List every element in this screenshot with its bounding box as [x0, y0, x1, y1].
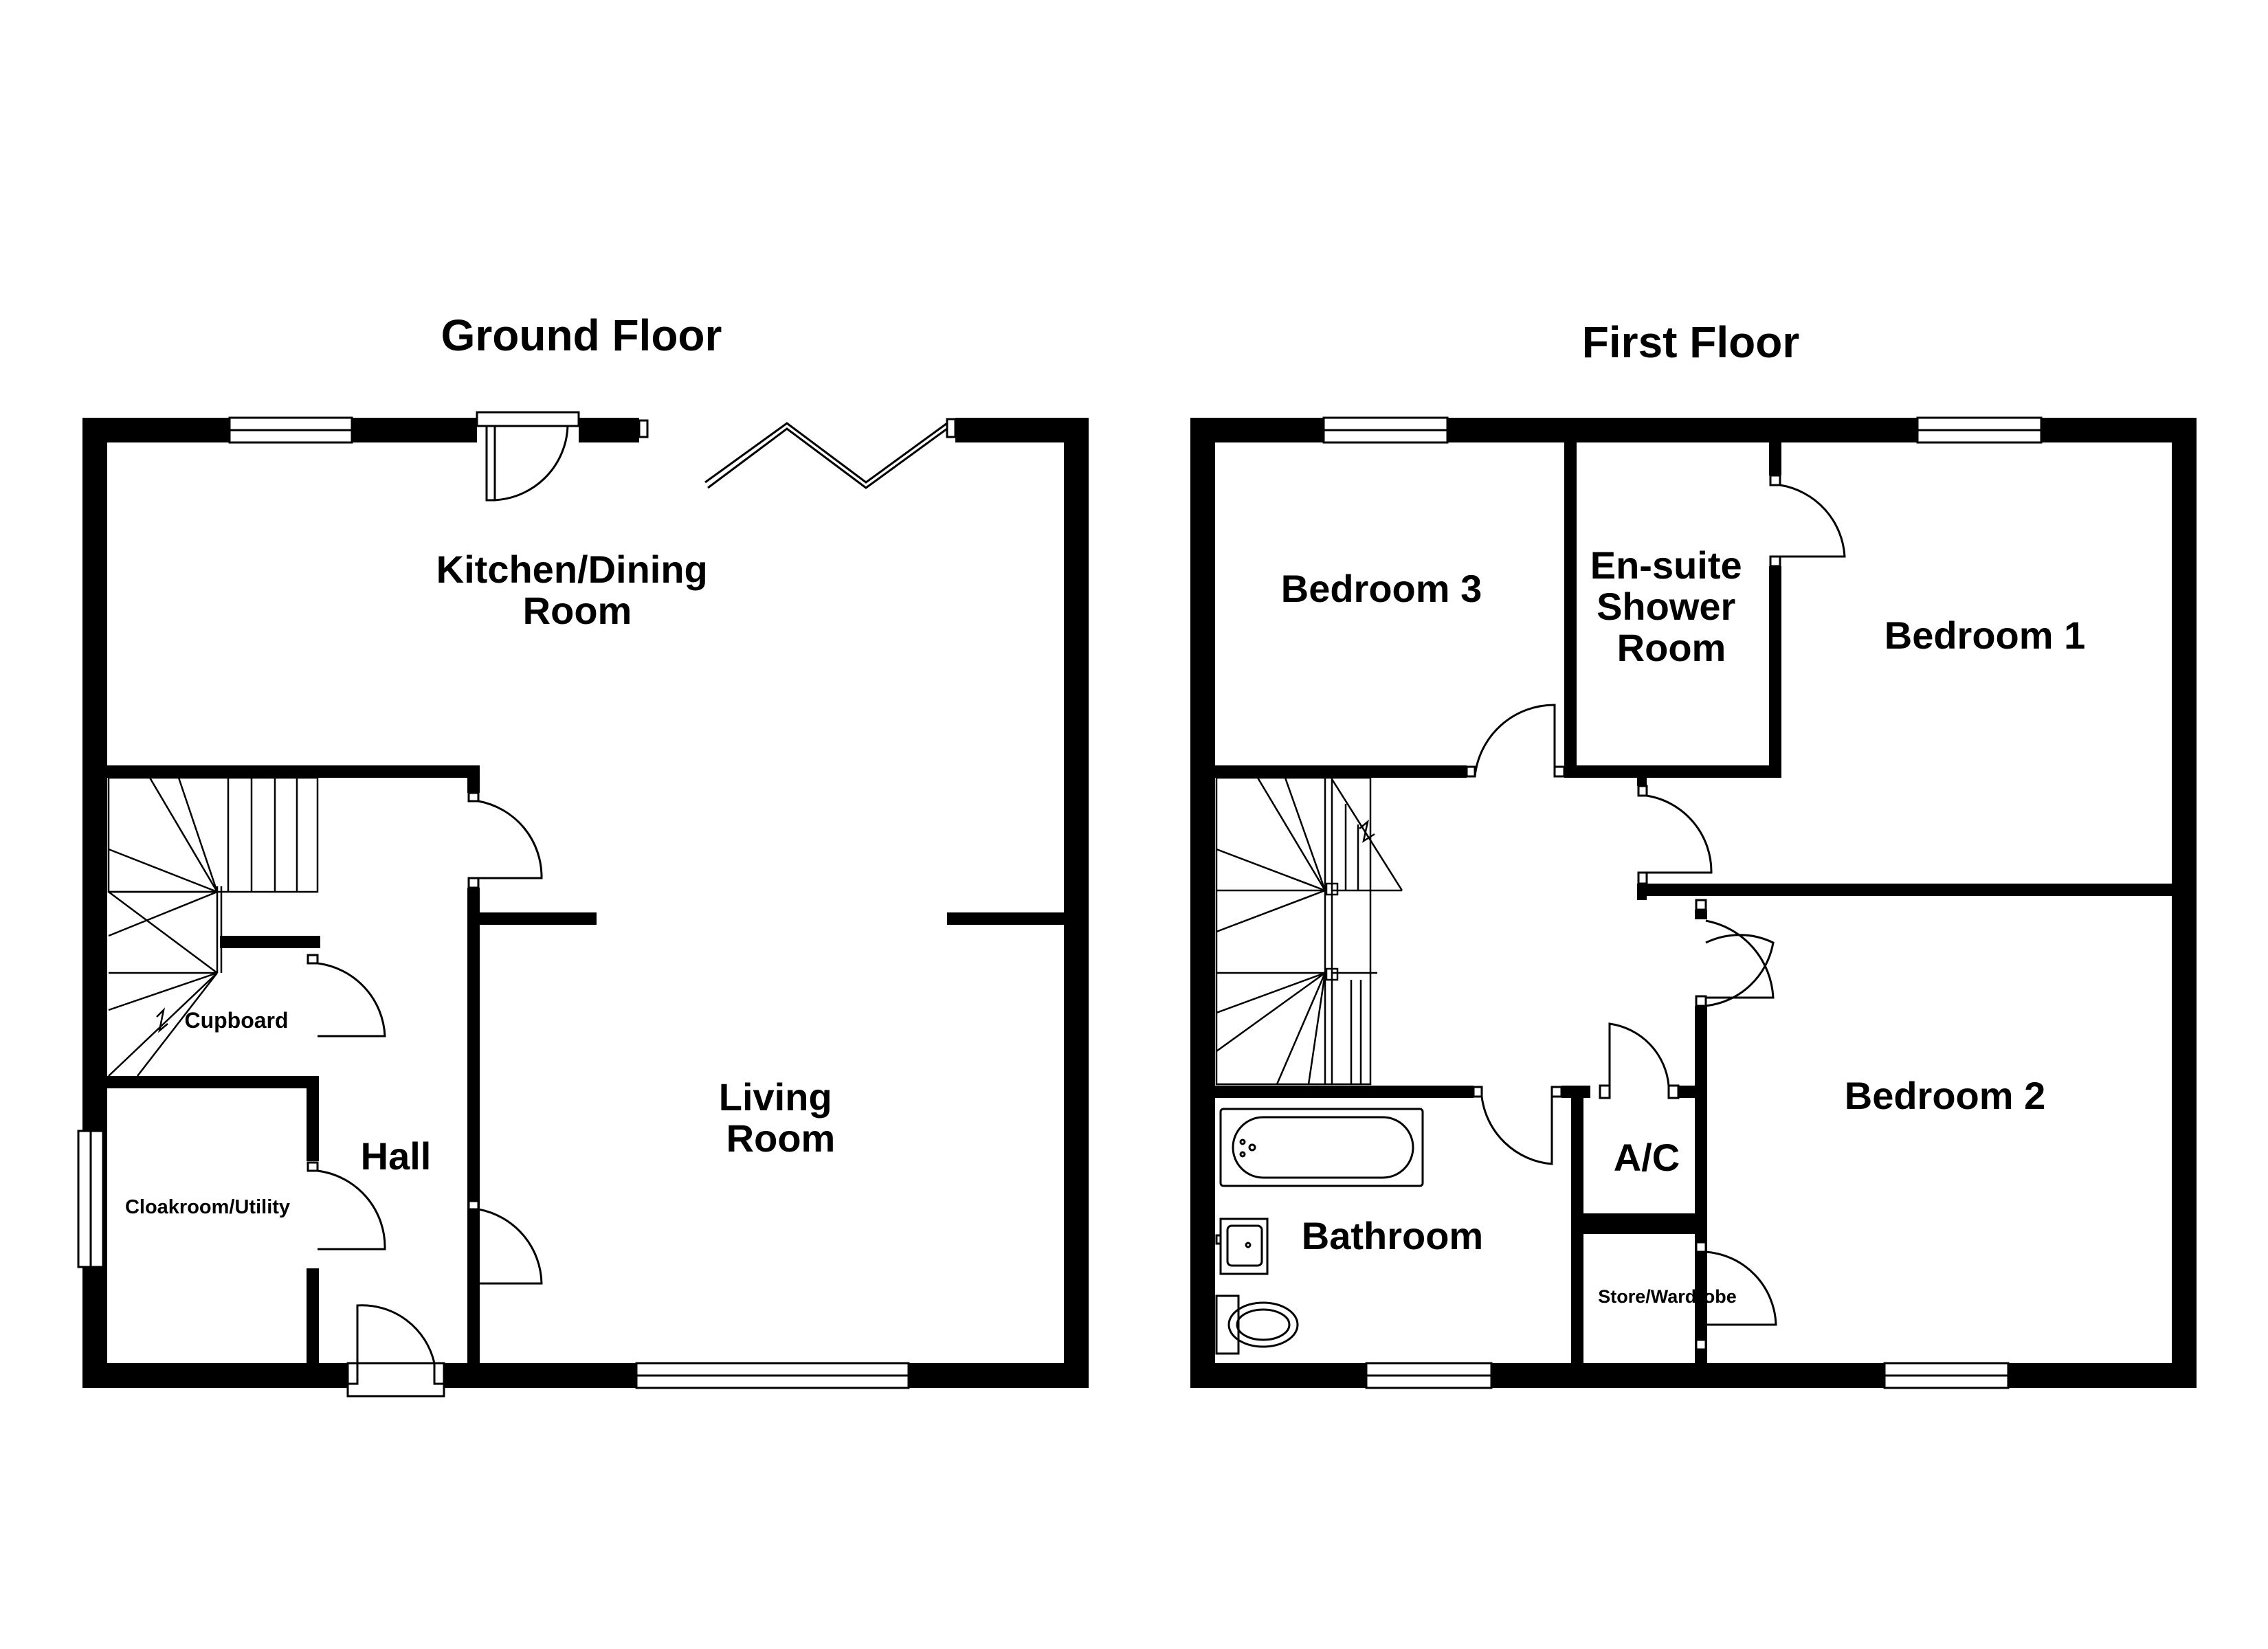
ground-floor-internal-doors: [307, 792, 543, 1398]
room-label-bedroom-1: Bedroom 1: [1885, 614, 2086, 657]
room-label-hall: Hall: [361, 1134, 432, 1178]
room-label-store-wardrobe: Store/Wardrobe: [1598, 1286, 1737, 1307]
room-label-airing-cupboard: A/C: [1614, 1136, 1680, 1179]
bifold-doors: [704, 418, 957, 489]
rear-door: [476, 411, 649, 502]
room-label-kitchen-dining: Kitchen/Dining Room: [436, 548, 719, 632]
room-label-en-suite: En-suite Shower Room: [1590, 543, 1753, 669]
first-floor-staircase: [1215, 776, 1403, 1086]
first-floor-internal-walls: [1215, 442, 2172, 1373]
room-label-cloakroom-utility: Cloakroom/Utility: [125, 1196, 290, 1218]
room-label-bedroom-2: Bedroom 2: [1845, 1074, 2046, 1117]
room-label-cupboard: Cupboard: [184, 1008, 288, 1033]
room-label-bedroom-3: Bedroom 3: [1281, 567, 1482, 610]
toilet-fixture: [1215, 1294, 1299, 1355]
room-label-living-room: Living Room: [719, 1075, 843, 1160]
ground-floor-staircase: [107, 776, 319, 1077]
ground-floor-title: Ground Floor: [441, 311, 722, 360]
first-floor-internal-doors: [1465, 474, 1846, 1351]
first-floor-title: First Floor: [1582, 317, 1799, 367]
first-floor-windows: [1322, 416, 2043, 1389]
basin-fixture: [1215, 1218, 1269, 1275]
ground-floor: Ground Floor: [77, 311, 1089, 1398]
bath-fixture: [1219, 1108, 1424, 1187]
first-floor-outer-walls: [1190, 418, 2197, 1388]
ground-floor-outer-walls: [82, 418, 1089, 1388]
ground-floor-windows: [77, 416, 910, 1389]
first-floor: First Floor: [1190, 317, 2197, 1389]
room-label-bathroom: Bathroom: [1302, 1214, 1483, 1257]
